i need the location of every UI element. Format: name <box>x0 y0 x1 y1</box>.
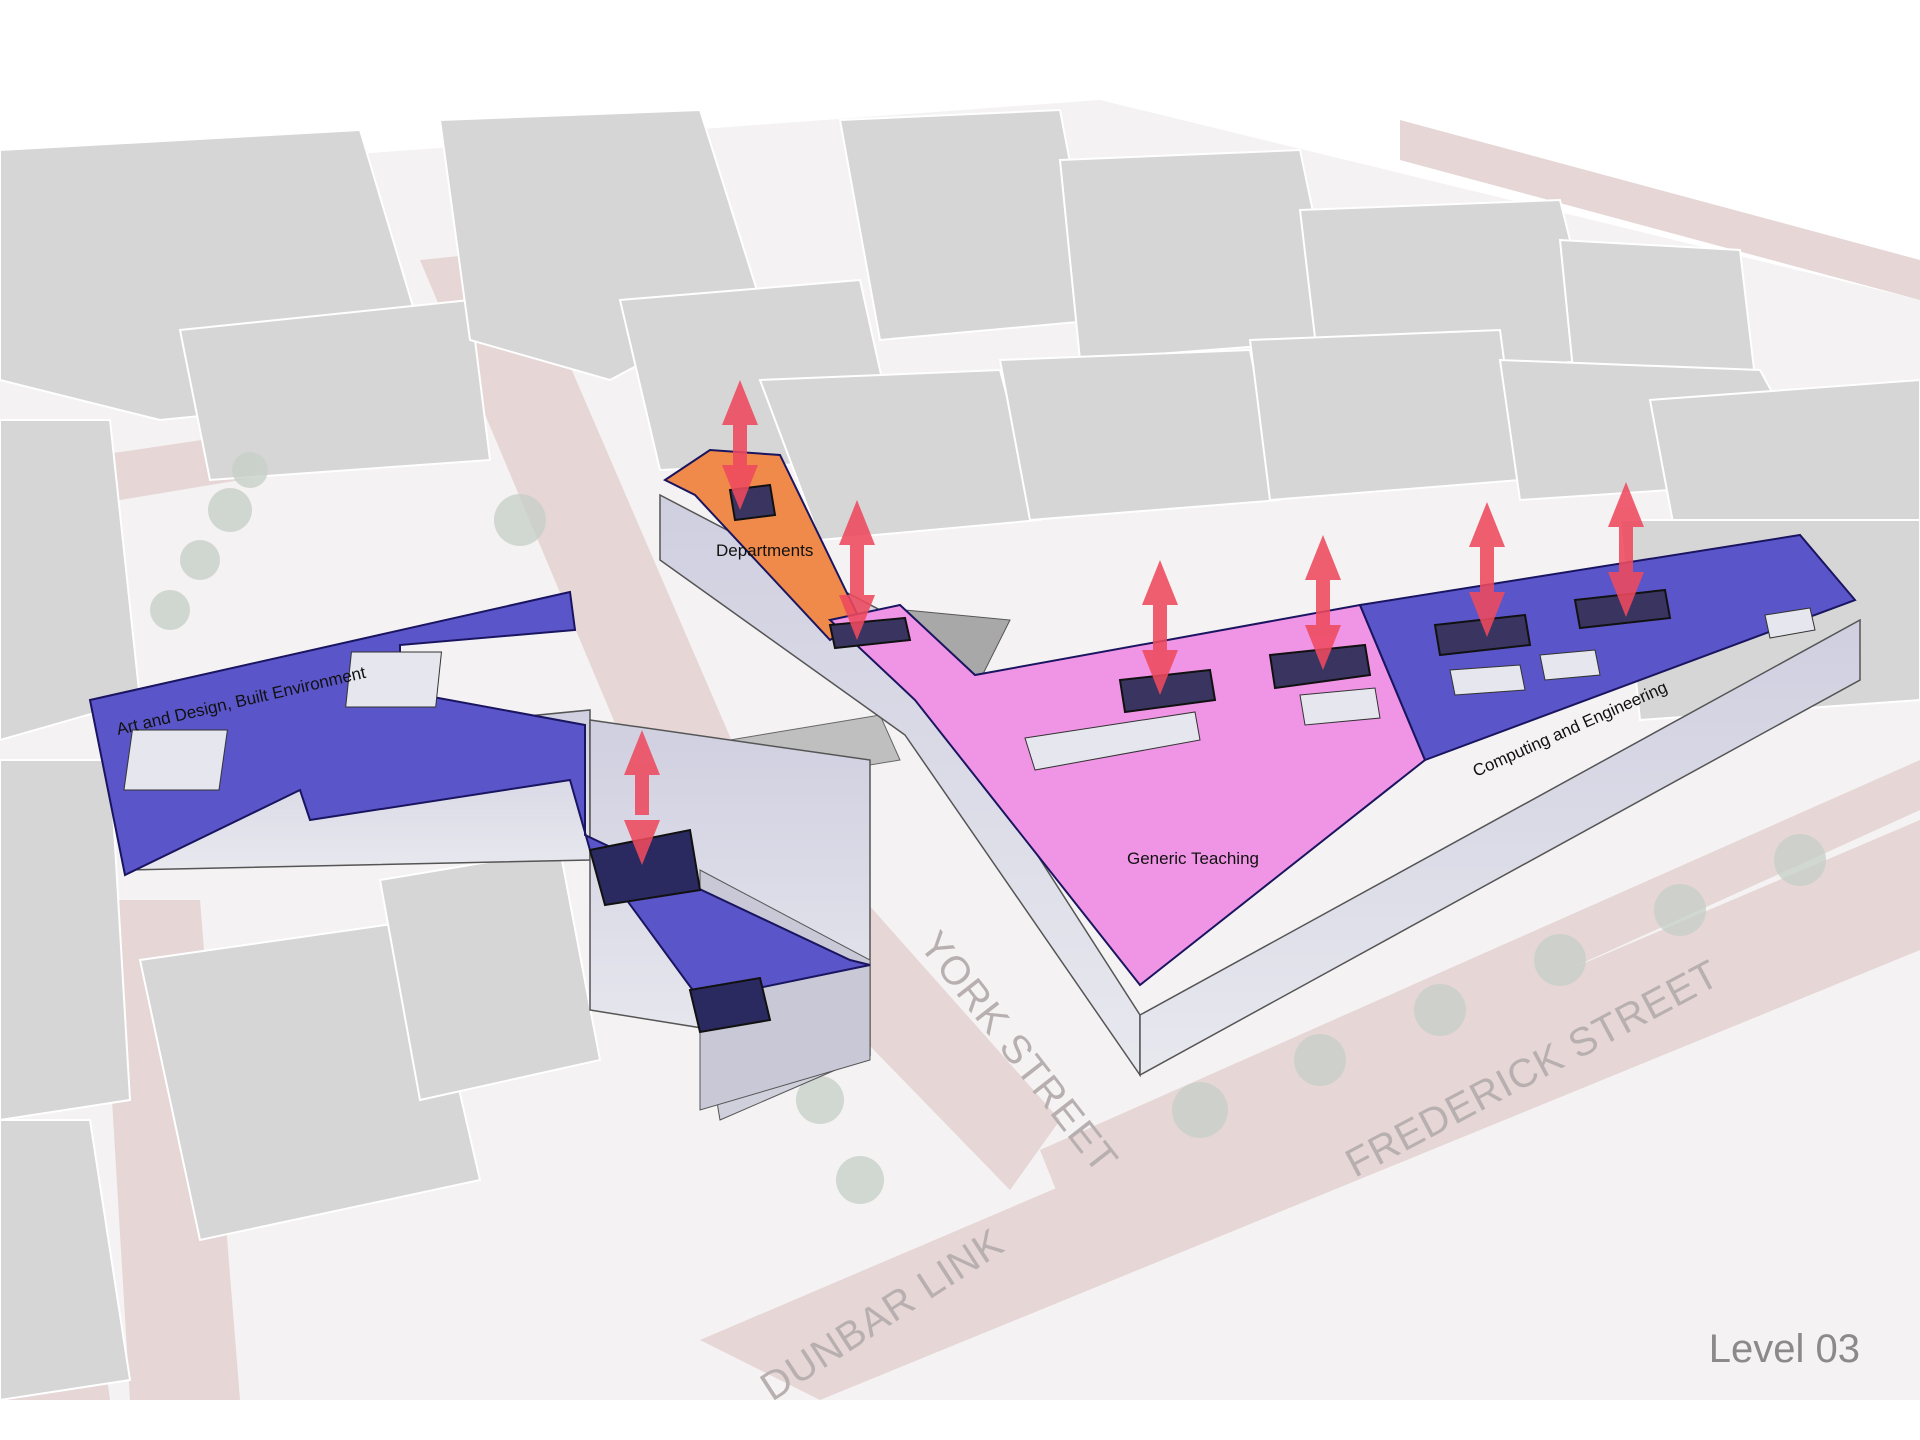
art-design-building <box>88 590 871 1121</box>
tree-lines <box>150 452 1826 1204</box>
vertical-circulation-arrow-icon <box>1142 560 1178 695</box>
vertical-circulation-arrow-icon <box>1469 502 1505 637</box>
vertical-circulation-arrow-icon <box>1608 482 1644 617</box>
vertical-circulation-arrow-icon <box>1305 535 1341 670</box>
vertical-circulation-arrow-icon <box>624 730 660 865</box>
departments-label: Departments <box>716 541 813 560</box>
vertical-circulation-arrow-icon <box>722 380 758 510</box>
vertical-circulation-arrows <box>624 380 1644 865</box>
art-design-roof-zone <box>88 590 871 1002</box>
vertical-circulation-arrow-icon <box>839 500 875 640</box>
level-label: Level 03 <box>1709 1327 1860 1371</box>
generic-teaching-label: Generic Teaching <box>1127 849 1259 868</box>
context-buildings <box>0 108 1920 1402</box>
